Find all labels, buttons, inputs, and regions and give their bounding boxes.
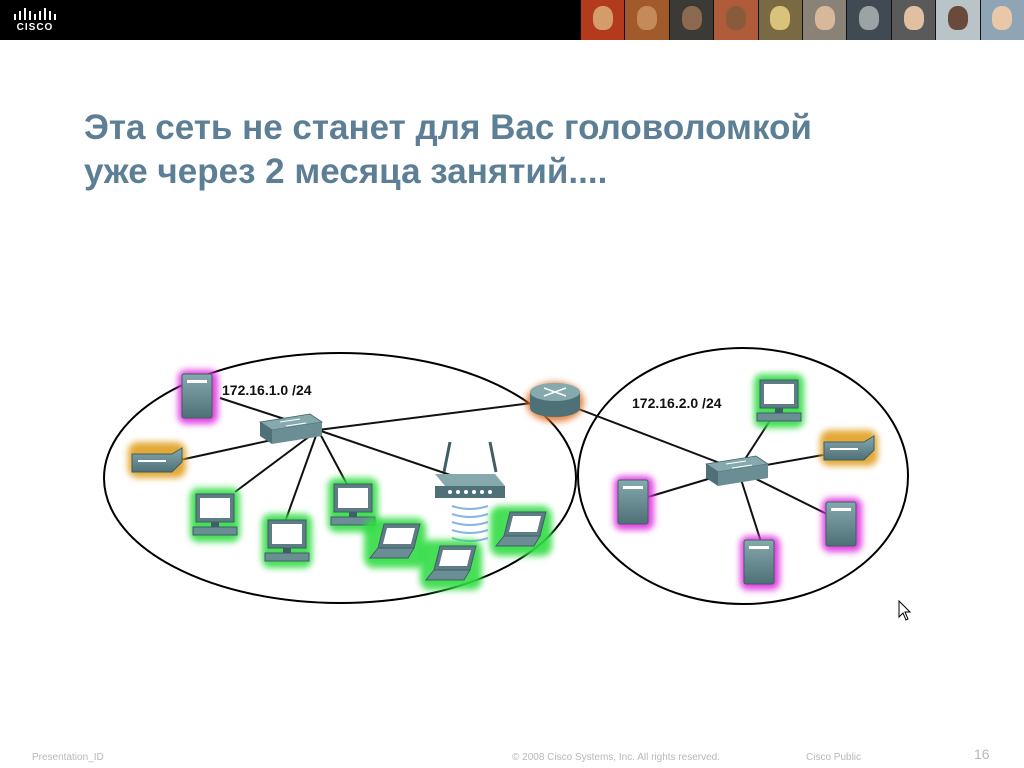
title-line-1: Эта сеть не станет для Вас головоломкой [84,108,812,147]
network-1-label: 172.16.1.0 /24 [222,382,312,398]
photo-tile-2 [624,0,669,40]
printer-1-icon [128,442,186,478]
photo-tile-4 [713,0,758,40]
printer-2-icon [820,430,878,466]
pc-2-icon [262,514,312,568]
laptop-3-icon [490,506,552,556]
photo-strip [580,0,1024,40]
network-2-label: 172.16.2.0 /24 [632,395,722,411]
laptop-1-icon [364,518,426,568]
photo-tile-8 [890,0,936,40]
slide-title: Эта сеть не станет для Вас головоломкой … [84,106,964,194]
cisco-logo: CISCO [10,6,60,36]
server-3-icon [740,536,780,590]
mouse-cursor-icon [898,599,912,627]
title-line-2: уже через 2 месяца занятий.... [84,152,608,191]
header-bar: CISCO [0,0,1024,40]
server-1-icon [178,370,218,424]
presentation-id: Presentation_ID [32,752,104,763]
photo-tile-7 [846,0,891,40]
router-icon [526,382,584,422]
network-2-boundary [577,347,909,605]
photo-tile-10 [979,0,1024,40]
laptop-2-icon [420,540,482,590]
server-2-icon [614,476,654,530]
pc-1-icon [190,488,240,542]
network-1-boundary [103,352,577,604]
photo-tile-6 [802,0,847,40]
pc-4-icon [754,374,804,428]
copyright-text: © 2008 Cisco Systems, Inc. All rights re… [512,752,721,763]
cisco-bridge-icon [14,8,56,20]
switch-2-icon [704,455,770,486]
switch-1-icon [258,413,324,444]
wireless-router-icon [435,441,505,542]
photo-tile-1 [580,0,625,40]
photo-tile-3 [668,0,714,40]
server-4-icon [822,498,862,552]
classification-label: Cisco Public [806,752,862,763]
pc-3-icon [328,478,378,532]
logo-text: CISCO [16,22,54,33]
page-number: 16 [974,746,990,762]
photo-tile-9 [935,0,980,40]
network-diagram: 172.16.1.0 /24 172.16.2.0 /24 [103,347,909,605]
photo-tile-5 [757,0,803,40]
